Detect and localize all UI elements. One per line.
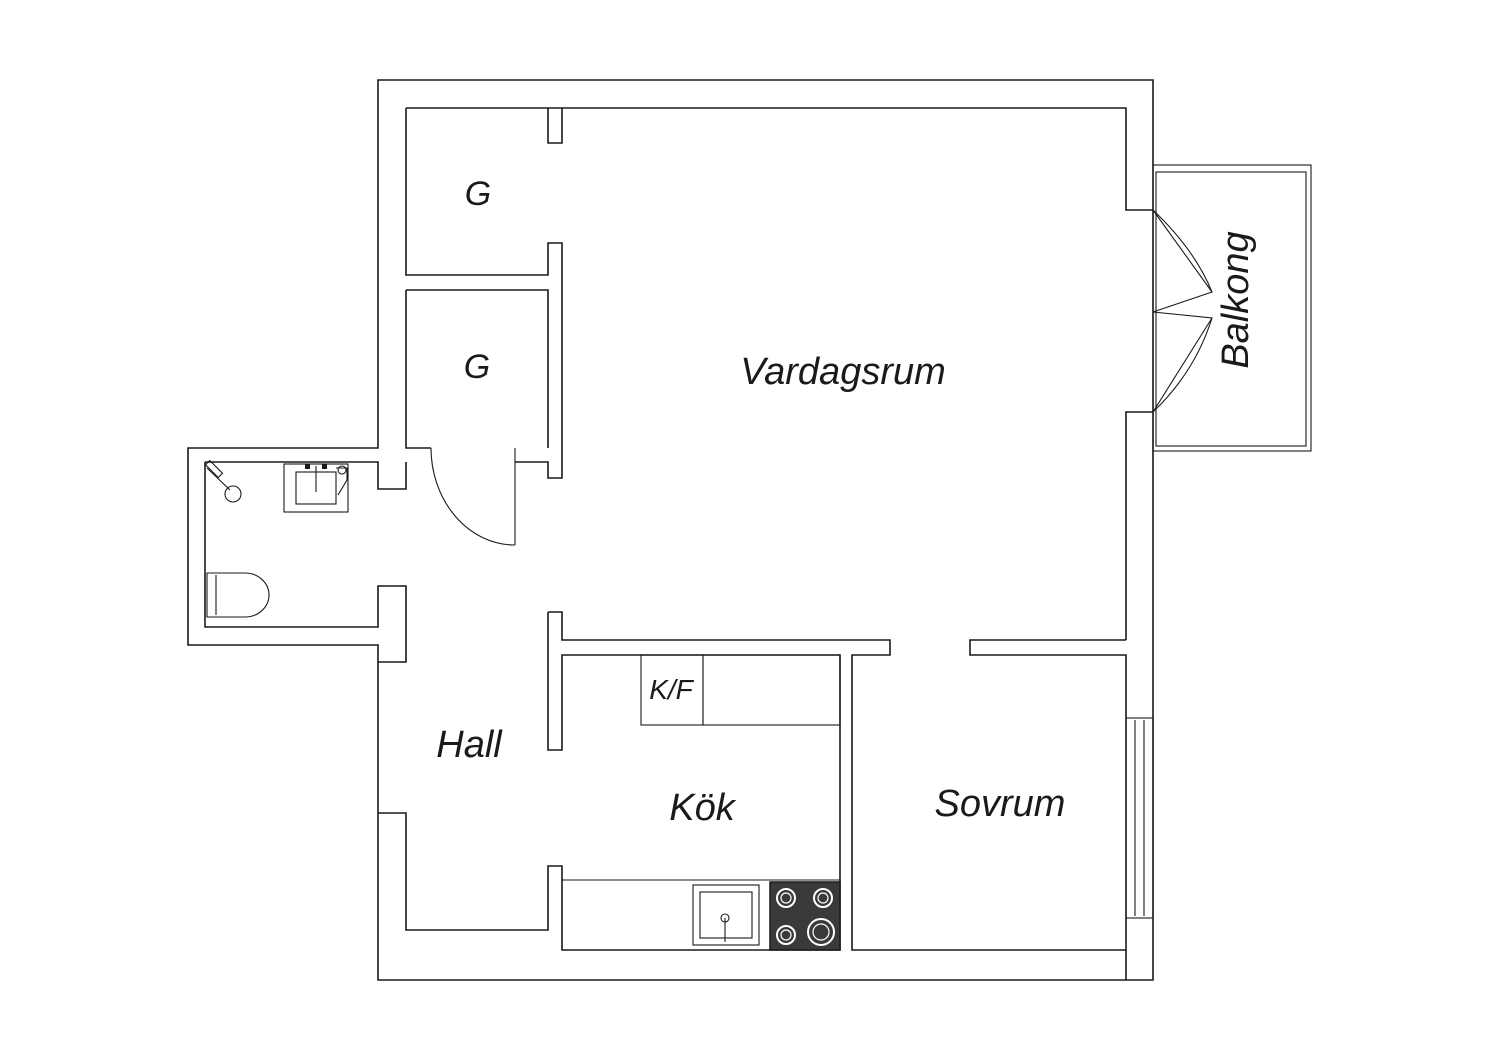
kitchen-sink-icon — [692, 884, 760, 946]
storage-door — [430, 447, 516, 546]
storage-1-label: G — [465, 175, 491, 213]
storage-2-label: G — [464, 348, 490, 386]
bedroom-window — [1125, 717, 1154, 919]
living-room-label: Vardagsrum — [740, 351, 946, 393]
hall-label: Hall — [436, 724, 503, 766]
toilet-icon — [206, 572, 270, 618]
shower-icon — [204, 459, 242, 503]
sink-icon — [283, 463, 349, 513]
stove-icon — [769, 881, 841, 951]
bedroom-label: Sovrum — [935, 783, 1066, 825]
fridge-freezer — [640, 654, 841, 726]
outer-walls — [187, 79, 1154, 981]
balcony-label: Balkong — [1215, 231, 1257, 368]
fridge-freezer-label: K/F — [649, 674, 694, 705]
balcony — [1152, 164, 1312, 452]
kitchen-label: Kök — [669, 787, 736, 829]
